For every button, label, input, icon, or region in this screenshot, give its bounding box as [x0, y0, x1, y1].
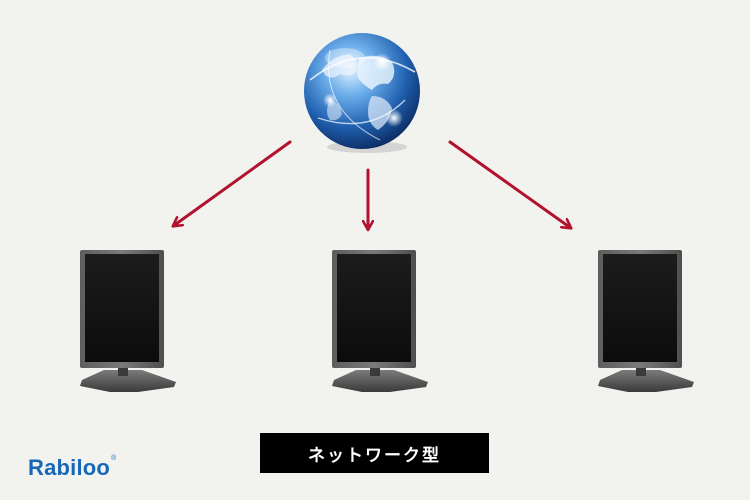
arrow-to-left-monitor — [176, 140, 292, 224]
registered-mark: ® — [111, 455, 117, 462]
monitor-icon — [80, 250, 176, 392]
brand-logo: Rabiloo® — [28, 455, 116, 481]
caption-box: ネットワーク型 — [260, 433, 489, 473]
globe-icon — [304, 33, 420, 153]
monitor-icon — [332, 250, 428, 392]
brand-logo-text: Rabiloo — [28, 455, 111, 480]
caption-text: ネットワーク型 — [308, 445, 441, 466]
monitor-icon — [598, 250, 694, 392]
arrow-to-right-monitor — [448, 140, 568, 226]
